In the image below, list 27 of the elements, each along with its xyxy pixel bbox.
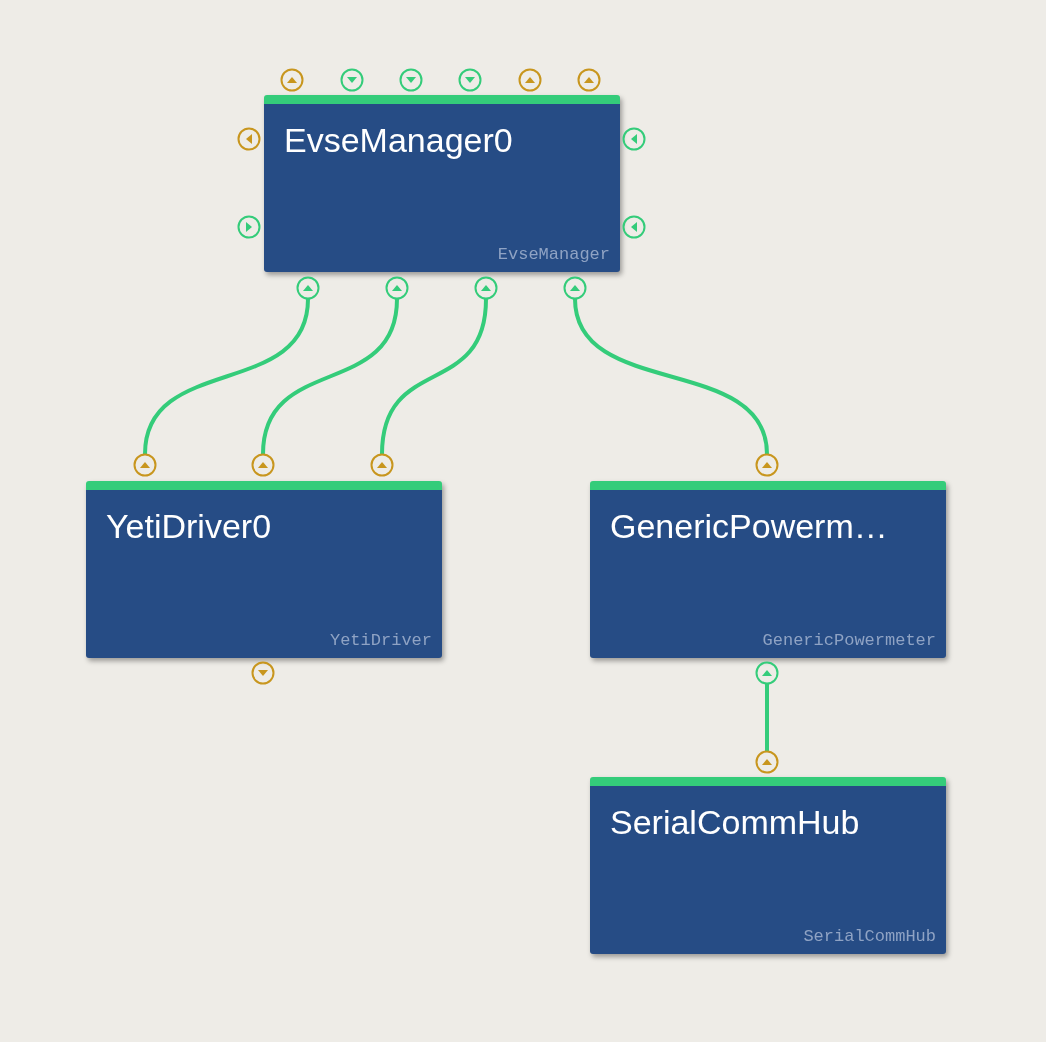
module-title: EvseManager0 — [284, 121, 513, 160]
module-title: SerialCommHub — [610, 803, 860, 842]
module-title: YetiDriver0 — [106, 507, 272, 546]
connector-line — [261, 298, 399, 455]
port-circle — [755, 661, 779, 685]
port-circle — [474, 276, 498, 300]
port-circle — [133, 453, 157, 477]
module-type: YetiDriver — [329, 631, 432, 650]
module-box — [86, 481, 442, 658]
module-box — [590, 481, 946, 658]
connector-line — [765, 684, 769, 751]
port-circle — [755, 750, 779, 774]
port-circle — [296, 276, 320, 300]
module-box — [264, 95, 620, 272]
port-circle — [563, 276, 587, 300]
connector-line — [573, 298, 769, 455]
module-title: GenericPowerm… — [610, 507, 888, 546]
port-circle — [755, 453, 779, 477]
module-box — [590, 777, 946, 954]
module-type: EvseManager — [497, 245, 610, 264]
module-type: GenericPowermeter — [762, 631, 936, 650]
port-circle — [370, 453, 394, 477]
connector-line — [380, 298, 488, 455]
port-circle — [251, 453, 275, 477]
connector-line — [143, 298, 310, 455]
module-type: SerialCommHub — [803, 927, 936, 946]
port-circle — [385, 276, 409, 300]
